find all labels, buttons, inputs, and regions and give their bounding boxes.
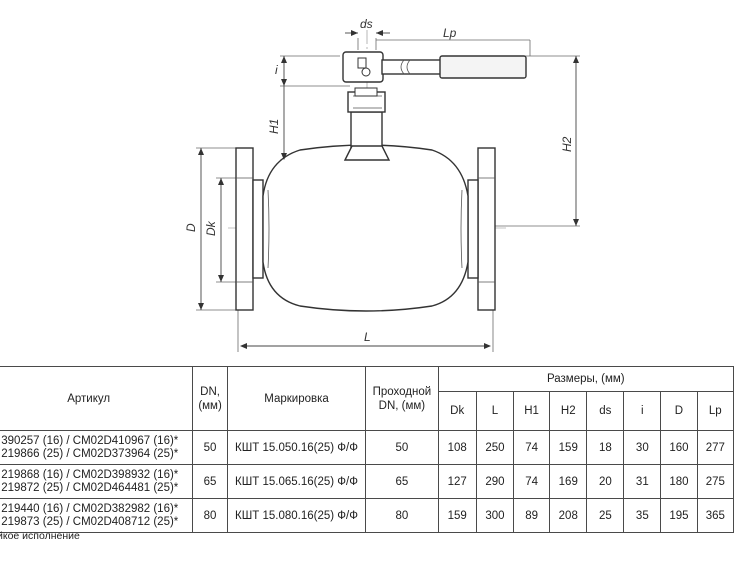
article-line: 219873 (25) / CM02D408712 (25)* — [1, 515, 179, 528]
cell-h2: 169 — [549, 464, 588, 499]
dim-h2-label: H2 — [560, 136, 574, 152]
cell-i: 35 — [623, 498, 662, 533]
article-line: 219872 (25) / CM02D464481 (25)* — [1, 481, 179, 494]
cell-lp: 365 — [696, 498, 735, 533]
row-passage: 80 — [365, 498, 439, 533]
cell-l: 300 — [475, 498, 515, 533]
cell-h2: 159 — [549, 430, 588, 465]
cell-h1: 74 — [513, 464, 551, 499]
dim-d-label: D — [184, 223, 198, 232]
spec-table: Артикул DN, (мм) Маркировка Проходной DN… — [0, 366, 735, 533]
row-dn: 80 — [192, 498, 228, 533]
header-dn: DN, (мм) — [192, 366, 228, 431]
header-article: Артикул — [0, 366, 194, 431]
row-passage: 65 — [365, 464, 439, 499]
cell-l: 290 — [475, 464, 515, 499]
cell-lp: 277 — [696, 430, 735, 465]
cell-dk: 127 — [437, 464, 477, 499]
article-line: 219866 (25) / CM02D373964 (25)* — [1, 447, 179, 460]
row-dn: 65 — [192, 464, 228, 499]
header-passage: Проходной DN, (мм) — [365, 366, 439, 431]
article-line: 219440 (16) / CM02D382982 (16)* — [1, 502, 179, 515]
row-passage: 50 — [365, 430, 439, 465]
cell-dk: 108 — [437, 430, 477, 465]
row-article: 219440 (16) / CM02D382982 (16)*219873 (2… — [0, 498, 194, 533]
row-article: 219868 (16) / CM02D398932 (16)*219872 (2… — [0, 464, 194, 499]
cell-ds: 18 — [586, 430, 625, 465]
table-row: 390257 (16) / CM02D410967 (16)*219866 (2… — [0, 430, 735, 465]
cell-d: 195 — [660, 498, 698, 533]
cell-i: 30 — [623, 430, 662, 465]
header-l: L — [475, 391, 515, 431]
article-line: 219868 (16) / CM02D398932 (16)* — [1, 468, 179, 481]
cell-l: 250 — [475, 430, 515, 465]
header-dk: Dk — [437, 391, 477, 431]
cell-i: 31 — [623, 464, 662, 499]
header-i: i — [623, 391, 662, 431]
cell-ds: 20 — [586, 464, 625, 499]
article-line: 390257 (16) / CM02D410967 (16)* — [1, 434, 179, 447]
dim-i-label: i — [275, 63, 278, 77]
dim-lp-label: Lp — [443, 26, 457, 40]
dim-h1-label: H1 — [267, 119, 281, 134]
table-row: 219440 (16) / CM02D382982 (16)*219873 (2… — [0, 498, 735, 533]
footnote: йкое исполнение — [0, 530, 80, 542]
dim-l-label: L — [364, 330, 371, 344]
header-marking: Маркировка — [226, 366, 367, 431]
row-marking: КШТ 15.080.16(25) Ф/Ф — [226, 498, 367, 533]
row-marking: КШТ 15.050.16(25) Ф/Ф — [226, 430, 367, 465]
cell-dk: 159 — [437, 498, 477, 533]
header-d: D — [660, 391, 698, 431]
row-marking: КШТ 15.065.16(25) Ф/Ф — [226, 464, 367, 499]
table-row: 219868 (16) / CM02D398932 (16)*219872 (2… — [0, 464, 735, 499]
header-sizes: Размеры, (мм) — [437, 366, 735, 392]
cell-lp: 275 — [696, 464, 735, 499]
cell-ds: 25 — [586, 498, 625, 533]
cell-h1: 89 — [513, 498, 551, 533]
dim-ds-label: ds — [360, 17, 373, 31]
dim-dk-label: Dk — [204, 220, 218, 236]
header-h1: H1 — [513, 391, 551, 431]
cell-h2: 208 — [549, 498, 588, 533]
row-article: 390257 (16) / CM02D410967 (16)*219866 (2… — [0, 430, 194, 465]
cell-d: 180 — [660, 464, 698, 499]
header-lp: Lp — [696, 391, 735, 431]
valve-drawing: ds Lp i H1 H2 D Dk L — [184, 17, 580, 352]
header-ds: ds — [586, 391, 625, 431]
header-h2: H2 — [549, 391, 588, 431]
cell-d: 160 — [660, 430, 698, 465]
cell-h1: 74 — [513, 430, 551, 465]
row-dn: 50 — [192, 430, 228, 465]
